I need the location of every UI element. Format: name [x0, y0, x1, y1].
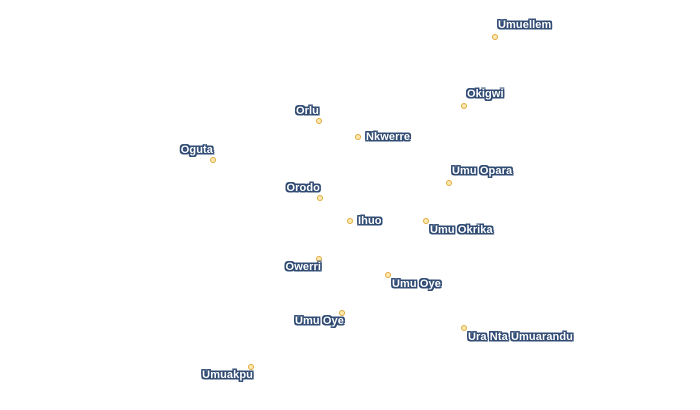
place-label: Umu Oye: [295, 315, 344, 327]
place-marker-icon[interactable]: [492, 34, 498, 40]
place-marker-icon[interactable]: [461, 103, 467, 109]
place-label: Umu Oye: [392, 278, 441, 290]
place-label: Umuellem: [498, 19, 552, 31]
place-marker-icon[interactable]: [347, 218, 353, 224]
place-label: Okigwi: [467, 88, 504, 100]
place-label: Oguta: [180, 144, 213, 156]
place-marker-icon[interactable]: [461, 325, 467, 331]
place-label: Umu Opara: [452, 165, 513, 177]
place-label: Owerri: [285, 261, 321, 273]
place-label: Ihuo: [358, 215, 382, 227]
place-label: Umuakpu: [202, 369, 253, 381]
place-label: Orlu: [295, 105, 319, 117]
place-label: Umu Okrika: [430, 224, 493, 236]
place-label: Nkwerre: [366, 131, 411, 143]
place-marker-icon[interactable]: [316, 118, 322, 124]
place-marker-icon[interactable]: [316, 256, 322, 262]
place-marker-icon[interactable]: [385, 272, 391, 278]
place-marker-icon[interactable]: [210, 157, 216, 163]
place-marker-icon[interactable]: [317, 195, 323, 201]
place-marker-icon[interactable]: [446, 180, 452, 186]
place-marker-icon[interactable]: [339, 310, 345, 316]
place-label: Orodo: [286, 182, 320, 194]
place-marker-icon[interactable]: [248, 364, 254, 370]
place-marker-icon[interactable]: [423, 218, 429, 224]
place-label: Ura Nta Umuarandu: [468, 331, 573, 343]
place-marker-icon[interactable]: [355, 134, 361, 140]
